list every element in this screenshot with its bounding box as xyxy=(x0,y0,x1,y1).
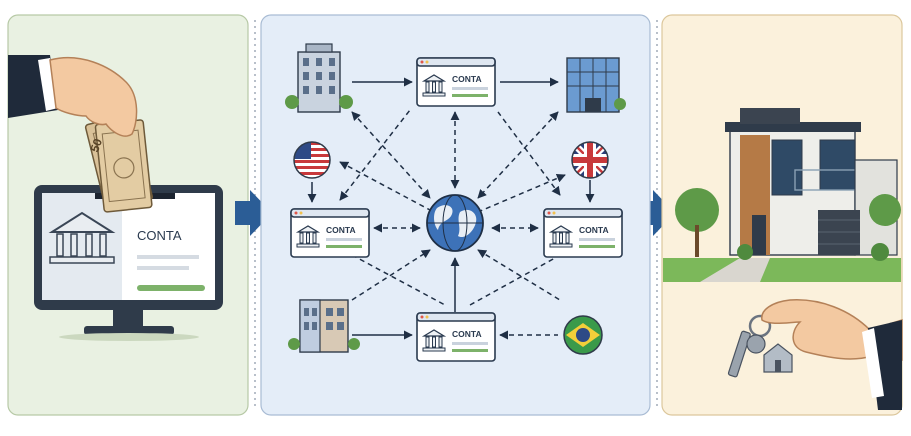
network-panel: CONTA CONTA CONTA CONTA xyxy=(260,14,651,416)
bank-building-icon xyxy=(285,43,353,113)
account-label: CONTA xyxy=(579,225,609,235)
account-card: CONTA xyxy=(290,208,370,258)
globe-icon xyxy=(426,194,484,252)
arrow-right-icon xyxy=(235,190,272,236)
house-icon xyxy=(675,108,901,261)
hand-with-keys-icon xyxy=(761,299,903,410)
keys-icon xyxy=(727,314,793,378)
bill-value: 50 xyxy=(87,136,105,154)
account-card: CONTA xyxy=(416,57,496,107)
property-panel xyxy=(661,14,903,416)
glass-office-icon xyxy=(566,57,626,113)
account-label: CONTA xyxy=(452,329,482,339)
flag-brazil-icon xyxy=(563,315,603,355)
small-office-icon xyxy=(288,299,360,353)
deposit-account-label: CONTA xyxy=(137,228,182,243)
hand-with-money-icon xyxy=(8,55,138,137)
bank-icon xyxy=(48,211,116,264)
account-label: CONTA xyxy=(452,74,482,84)
deposit-panel: CONTA 50 xyxy=(7,14,249,416)
account-card: CONTA xyxy=(416,312,496,362)
network-connections xyxy=(307,77,595,340)
account-label: CONTA xyxy=(326,225,356,235)
account-card: CONTA xyxy=(543,208,623,258)
